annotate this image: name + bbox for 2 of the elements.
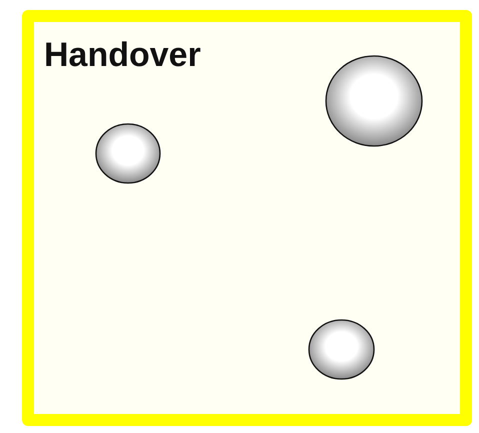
- panel: [22, 10, 472, 426]
- panel-title: Handover: [44, 36, 201, 75]
